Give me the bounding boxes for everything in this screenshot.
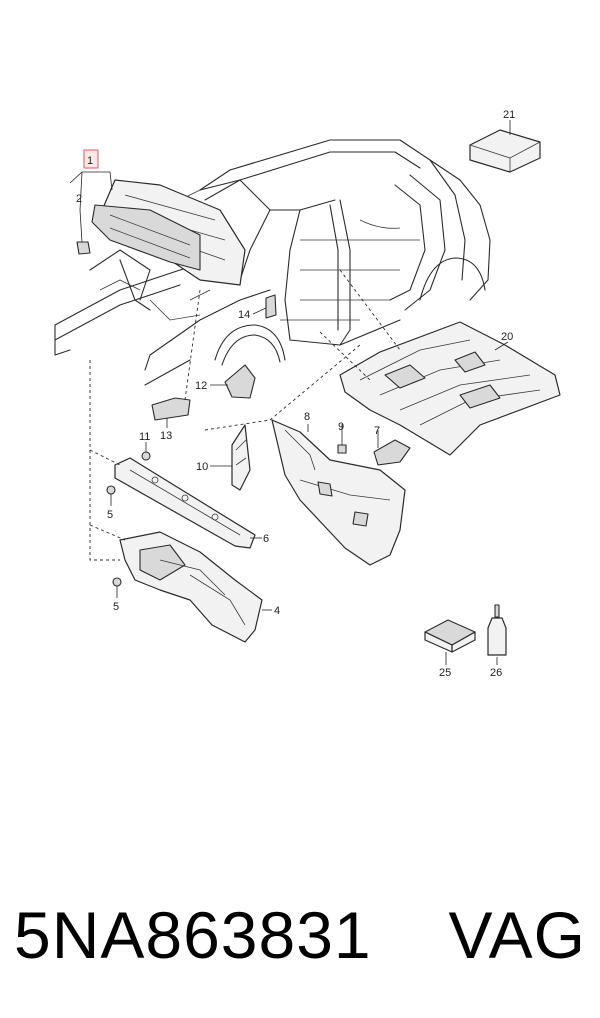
assembly-leader-lines — [89, 269, 401, 561]
callout-12[interactable]: 12 — [195, 380, 207, 392]
callout-1[interactable]: 1 — [87, 155, 93, 167]
pad-part-25[interactable] — [424, 619, 476, 653]
bottle-part-26[interactable] — [487, 604, 507, 656]
bulkhead-strip-part-6[interactable] — [114, 457, 256, 549]
callout-26[interactable]: 26 — [490, 667, 502, 679]
callout-5-upper[interactable]: 5 — [107, 509, 113, 521]
callout-20[interactable]: 20 — [501, 331, 513, 343]
nut-part-11[interactable] — [141, 451, 151, 461]
parts-diagram: 1 2 4 5 5 6 7 8 9 10 11 12 13 14 20 21 2… — [54, 109, 561, 679]
car-body-outline — [54, 139, 491, 386]
insulator-part-13[interactable] — [151, 397, 191, 421]
insulator-part-12[interactable] — [224, 364, 256, 399]
bracket-part-14[interactable] — [265, 294, 277, 319]
callout-7[interactable]: 7 — [374, 425, 380, 437]
callout-10[interactable]: 10 — [196, 461, 208, 473]
callout-8[interactable]: 8 — [304, 411, 310, 423]
callout-11[interactable]: 11 — [139, 431, 150, 443]
floor-insulation-part-20[interactable] — [339, 321, 561, 456]
side-panel-insulator-part-8[interactable] — [271, 419, 406, 566]
nut-part-5-upper[interactable] — [106, 485, 116, 495]
callout-labels: 1 2 4 5 5 6 7 8 9 10 11 12 13 14 20 21 2… — [76, 109, 515, 679]
callout-4[interactable]: 4 — [274, 605, 280, 617]
callout-5-lower[interactable]: 5 — [113, 601, 119, 613]
part-number: 5NA863831 — [14, 898, 372, 972]
bonnet-insulation-part-1[interactable] — [91, 179, 246, 286]
callout-14[interactable]: 14 — [238, 309, 250, 321]
pad-part-7[interactable] — [373, 439, 411, 466]
callout-6[interactable]: 6 — [263, 533, 269, 545]
clip-part-2[interactable] — [76, 241, 91, 255]
callout-13[interactable]: 13 — [160, 430, 172, 442]
pad-part-21[interactable] — [469, 129, 541, 173]
callout-25[interactable]: 25 — [439, 667, 451, 679]
manufacturer-label: VAG — [448, 898, 586, 972]
caption: 5NA863831 VAG — [0, 880, 600, 990]
bulkhead-insulation-part-4[interactable] — [119, 531, 263, 643]
callout-1-highlight — [83, 149, 99, 169]
callout-leaders — [69, 120, 511, 665]
nut-part-5-lower[interactable] — [112, 577, 122, 587]
pillar-insulator-part-10[interactable] — [231, 424, 251, 491]
callout-2[interactable]: 2 — [76, 193, 82, 205]
callout-21[interactable]: 21 — [503, 109, 515, 121]
clip-part-9[interactable] — [337, 444, 347, 454]
callout-9[interactable]: 9 — [338, 421, 344, 433]
